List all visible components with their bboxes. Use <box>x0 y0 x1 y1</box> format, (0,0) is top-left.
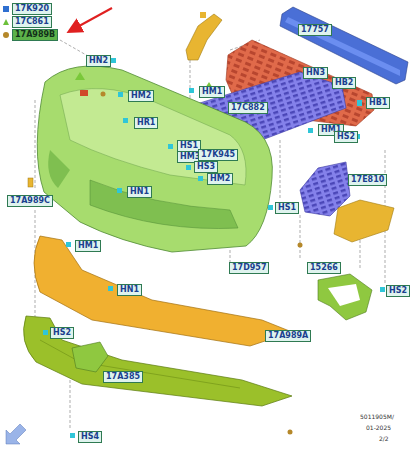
callout-number: HB2 <box>332 77 356 89</box>
callout-number: 17C882 <box>228 102 268 114</box>
callout-number: HM1 <box>199 86 225 98</box>
drawing-code: 2/2 <box>379 435 389 442</box>
callout-number: 17757 <box>298 24 332 36</box>
legend-square <box>3 6 9 12</box>
callout-number: HR1 <box>134 117 158 129</box>
pointer-arrow <box>70 8 112 31</box>
legend-text: 17A989B <box>12 29 58 41</box>
callout-number: HS3 <box>194 161 218 173</box>
callout-number: HS2 <box>50 327 74 339</box>
callout-number: 17K945 <box>198 149 238 161</box>
callout-number: HN3 <box>303 67 328 79</box>
callout-number: HS2 <box>386 285 410 297</box>
callout-number: 17A989C <box>7 195 53 207</box>
callout-number: 17D957 <box>229 262 269 274</box>
legend-triangle <box>3 19 9 25</box>
callout-number: HB1 <box>366 97 390 109</box>
callout-number: HM2 <box>207 173 233 185</box>
callout-number: HM2 <box>128 90 154 102</box>
callout-number: 15266 <box>307 262 341 274</box>
legend-circle <box>3 32 9 38</box>
callout-number: HS2 <box>334 131 358 143</box>
callout-number: HN1 <box>117 284 142 296</box>
callout-number: 17A385 <box>103 371 143 383</box>
callout-number: HN1 <box>127 186 152 198</box>
callout-number: 17E810 <box>348 174 387 186</box>
drawing-code: 01-2025 <box>366 424 391 431</box>
callout-number: HS1 <box>275 202 299 214</box>
drawing-code: 5011905M/ <box>360 413 394 420</box>
legend-text: 17K920 <box>12 3 52 15</box>
callout-number: HM1 <box>75 240 101 252</box>
callout-number: HS4 <box>78 431 102 443</box>
callout-number: HN2 <box>86 55 111 67</box>
callout-number: 17A989A <box>265 330 311 342</box>
legend-text: 17C861 <box>12 16 52 28</box>
